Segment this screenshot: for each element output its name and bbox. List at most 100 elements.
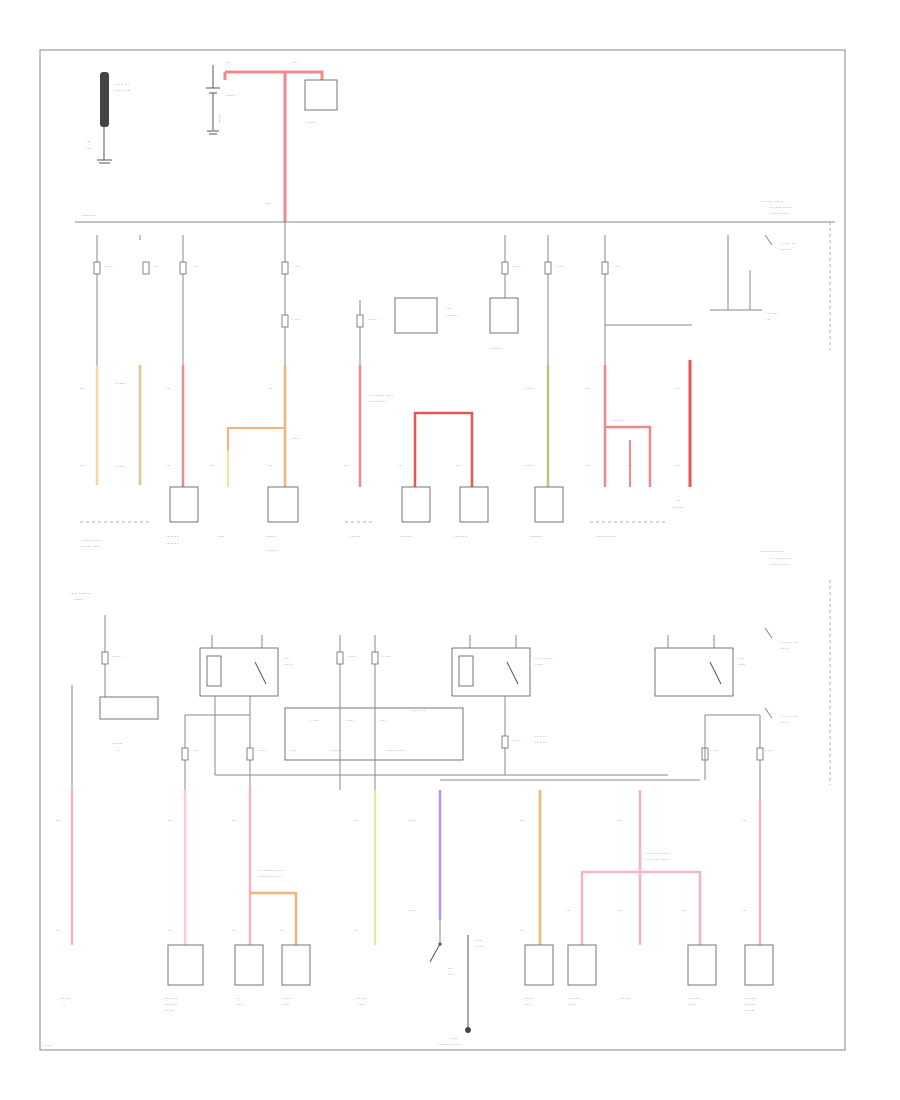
svg-text:···: ··· [168, 818, 173, 823]
svg-text:· ····· ···: · ····· ··· [780, 241, 796, 246]
svg-text:········: ········ [330, 748, 342, 753]
svg-text:·····: ····· [408, 818, 416, 823]
svg-text:· ····: · ···· [512, 264, 521, 269]
battery-symbol [206, 65, 220, 135]
svg-text:···: ··· [766, 317, 771, 322]
svg-text:········: ········ [446, 313, 458, 318]
svg-text:· ···· ·····: · ···· ····· [113, 88, 131, 93]
svg-text:· ····: · ···· [257, 748, 266, 753]
svg-text:···: ··· [56, 928, 61, 933]
svg-text:···: ··· [280, 928, 285, 933]
svg-text:···: ··· [398, 463, 403, 468]
svg-text:···: ··· [520, 818, 525, 823]
svg-text:·····: ····· [292, 436, 300, 441]
relay-circuit-7 [710, 234, 773, 311]
svg-text:·····: ····· [408, 908, 416, 913]
svg-text:···: ··· [268, 386, 273, 391]
svg-text:· ····: · ···· [190, 748, 199, 753]
svg-text:···: ··· [166, 463, 171, 468]
svg-text:·····: ····· [535, 662, 543, 667]
svg-text:···: ··· [448, 966, 453, 971]
svg-text:···: ··· [268, 463, 273, 468]
svg-text:·····: ····· [568, 1002, 576, 1007]
svg-text:· ······ ···: · ······ ··· [780, 714, 798, 719]
svg-text:···: ··· [354, 818, 359, 823]
svg-text:······ ·····: ······ ····· [368, 399, 386, 404]
relay-module-3 [654, 635, 734, 697]
svg-text:······: ······ [475, 944, 484, 949]
svg-text:·· ········ ·····: ·· ········ ····· [368, 393, 393, 398]
lower-components [167, 944, 774, 986]
svg-text:····: ···· [448, 972, 454, 977]
svg-text:····: ···· [290, 748, 296, 753]
svg-text:········: ········ [688, 996, 700, 1001]
svg-text:···: ··· [617, 818, 622, 823]
svg-text:········: ········ [166, 541, 178, 546]
svg-text:········: ········ [780, 247, 792, 252]
svg-text:·· ····· ······: ·· ····· ······ [770, 205, 792, 210]
svg-text:···: ··· [585, 463, 590, 468]
svg-text:·········: ········· [82, 213, 96, 218]
svg-text:···: ··· [80, 386, 85, 391]
svg-text:·····: ····· [236, 1002, 244, 1007]
svg-text:···: ··· [617, 908, 622, 913]
svg-text:·····: ····· [217, 115, 222, 123]
svg-text:·······: ······· [744, 1008, 755, 1013]
svg-text:···: ··· [210, 463, 215, 468]
svg-text:· ····: · ···· [292, 317, 301, 322]
svg-text:·· ······ ······: ·· ······ ······ [760, 199, 783, 204]
svg-text:········: ········ [400, 534, 412, 539]
svg-text:···: ··· [520, 928, 525, 933]
svg-text:······: ······ [284, 662, 293, 667]
starter-box [304, 79, 338, 111]
svg-text:·· ········ ·····: ·· ········ ····· [258, 868, 283, 873]
svg-text:· ····: · ···· [765, 748, 774, 753]
svg-text:··: ·· [62, 1003, 65, 1008]
fuse-circuit-3 [227, 222, 299, 523]
svg-text:· ····: · ···· [150, 264, 159, 269]
svg-text:···: ··· [676, 498, 681, 503]
svg-text:· ····: · ···· [190, 264, 199, 269]
svg-text:· ····: · ···· [382, 654, 391, 659]
svg-text:· ····: · ···· [368, 317, 377, 322]
svg-text:········: ········ [744, 1002, 756, 1007]
svg-text:· ····: · ···· [104, 264, 113, 269]
svg-text:··: ·· [236, 996, 239, 1001]
svg-text:····: ···· [86, 146, 92, 151]
svg-text:········: ········ [766, 311, 778, 316]
svg-text:· ······ ···: · ······ ··· [780, 640, 798, 645]
svg-text:·········· ·····: ·········· ····· [438, 1042, 462, 1047]
svg-text:···: ··· [354, 928, 359, 933]
svg-text:·· ······ ······: ·· ······ ······ [760, 549, 783, 554]
svg-text:······· ·····: ······· ····· [82, 538, 101, 543]
svg-text:···: ··· [232, 928, 237, 933]
svg-text:······ ·: ······ · [535, 734, 547, 739]
svg-text:···: ··· [456, 463, 461, 468]
svg-text:· ····: · ···· [556, 264, 565, 269]
svg-text:·······: ······· [112, 741, 123, 746]
svg-text:········: ········ [612, 418, 624, 423]
svg-text:···: ··· [566, 908, 571, 913]
svg-text:····: ···· [738, 656, 744, 661]
svg-text:·······: ······· [620, 996, 631, 1001]
svg-text:········: ········ [568, 996, 580, 1001]
svg-text:···: ··· [232, 818, 237, 823]
fuse-circuit-1 [93, 235, 150, 485]
svg-text:······: ······ [525, 386, 534, 391]
svg-text:· ····· ···: · ····· ··· [113, 82, 129, 87]
svg-text:···: ··· [80, 463, 85, 468]
relay-box-top: ···· ········ [394, 297, 458, 334]
svg-text:···: ··· [628, 463, 633, 468]
svg-text:······: ······ [226, 93, 235, 98]
ignition-switch [429, 920, 471, 1033]
ground-strap [97, 72, 112, 164]
svg-text:········: ········ [672, 505, 684, 510]
svg-text:· ····: · ···· [512, 738, 521, 743]
svg-text:········: ········ [530, 534, 542, 539]
svg-text:·········: ········· [164, 996, 178, 1001]
svg-text:····· ·······: ····· ······· [770, 211, 789, 216]
svg-text:· ····: · ···· [710, 748, 719, 753]
svg-text:······: ······ [780, 646, 789, 651]
svg-text:···: ··· [742, 818, 747, 823]
